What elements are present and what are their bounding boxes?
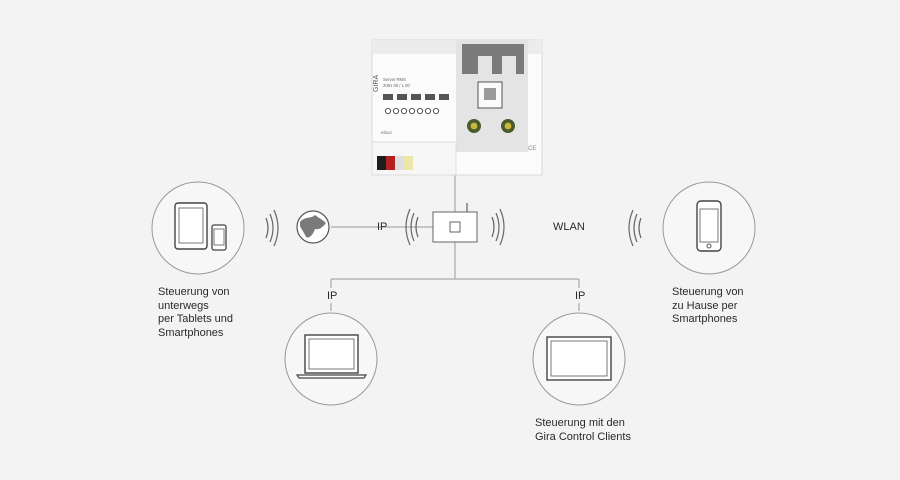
gira-server-device: GIRA Server RMS 2091 00 / 1 00 eibus [371, 39, 543, 176]
ip-right-label: IP [575, 290, 586, 302]
mobile-home-circle [662, 181, 756, 275]
tablet-icon [174, 202, 208, 250]
mobile-home-label: Steuerung von zu Hause per Smartphones [672, 286, 744, 325]
wifi-waves-router [405, 208, 505, 246]
wlan-label: WLAN [553, 221, 585, 233]
coax-connector-right [501, 119, 515, 133]
device-brand: GIRA [373, 75, 380, 92]
ce-mark-icon: CE [528, 146, 536, 152]
device-bus-label: eibus [381, 130, 393, 135]
ip-internet-label: IP [377, 221, 388, 233]
device-buttons [383, 94, 449, 100]
mobile-away-circle [151, 181, 245, 275]
wifi-waves-right [628, 209, 642, 247]
terminal-block [377, 156, 413, 170]
control-client-circle [532, 312, 626, 406]
coax-connector-left [467, 119, 481, 133]
laptop-icon [295, 334, 368, 379]
globe-icon [296, 210, 330, 244]
device-model-number: 2091 00 / 1 00 [383, 83, 410, 88]
wlan-router-icon [432, 203, 478, 243]
ip-left-label: IP [327, 290, 338, 302]
device-model-name: Server RMS [383, 77, 406, 82]
bracket-icon [462, 44, 524, 109]
control-client-panel-icon [546, 336, 612, 381]
laptop-circle [284, 312, 378, 406]
control-client-label: Steuerung mit den Gira Control Clients [535, 417, 631, 443]
status-leds [384, 107, 440, 115]
mobile-away-label: Steuerung von unterwegs per Tablets und … [158, 286, 234, 339]
smartphone-icon [211, 224, 227, 251]
wifi-waves-left [265, 209, 279, 247]
smartphone-icon [696, 200, 722, 252]
